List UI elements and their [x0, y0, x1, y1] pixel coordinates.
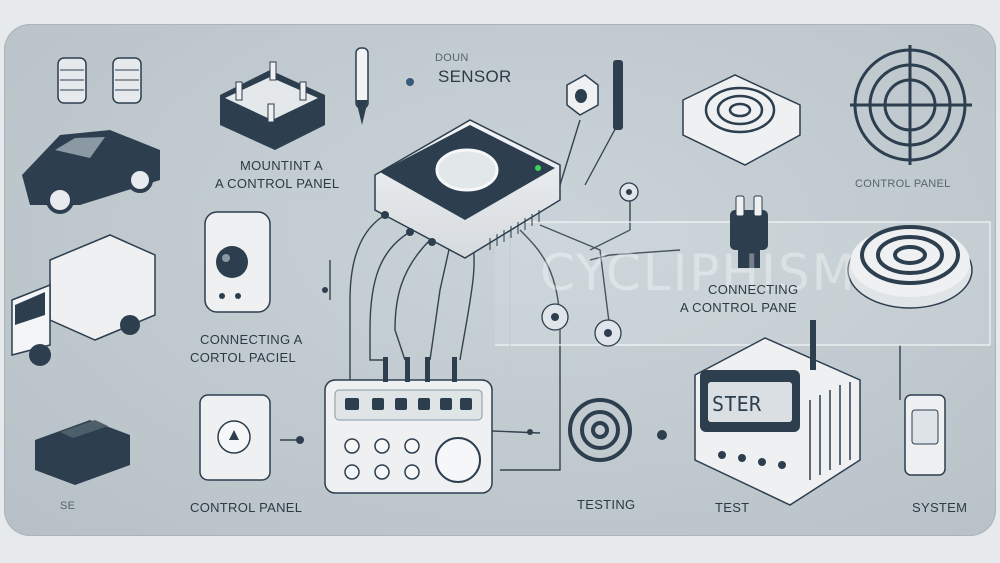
label-connecting-left: CONNECTING A — [200, 332, 303, 347]
label-control-panel-bottom: CONTROL PANEL — [190, 500, 303, 515]
label-sensor: SENSOR — [438, 67, 512, 86]
label-system: SYSTEM — [912, 500, 968, 515]
system-device — [904, 394, 946, 476]
siren-device — [682, 74, 801, 166]
keypad-unit — [324, 357, 493, 494]
label-mount-2: A CONTROL PANEL — [215, 176, 340, 191]
probe-icon — [355, 47, 369, 125]
watermark: CYCLIPHISM — [540, 244, 857, 302]
bolt-icon-left — [57, 57, 87, 104]
wall-sensor-device — [204, 211, 271, 313]
mounting-bracket-icon — [220, 61, 325, 150]
pickup-truck-icon — [22, 130, 160, 214]
antenna-icon — [613, 60, 623, 130]
central-hub-device — [374, 119, 561, 259]
box-truck-icon — [11, 234, 156, 366]
label-test: TEST — [715, 500, 750, 515]
label-connecting-right-2: A CONTROL PANE — [680, 300, 797, 315]
small-sensor-icon — [566, 74, 599, 116]
tracker-box-icon — [35, 420, 130, 485]
control-panel-device — [199, 394, 271, 481]
label-control-panel-top: CONTROL PANEL — [855, 178, 951, 190]
router-device — [694, 320, 861, 506]
plug-icon — [730, 195, 768, 268]
label-bottom-left: SE — [60, 500, 76, 512]
crosshair-icon — [850, 45, 972, 165]
testing-target-icon — [568, 398, 632, 462]
marker-icon — [619, 182, 639, 202]
label-testing: TESTING — [577, 497, 636, 512]
label-connecting-left-2: CORTOL PACIEL — [190, 350, 297, 365]
router-display-text: STER — [712, 392, 762, 416]
round-speaker-device — [847, 225, 973, 309]
bolt-icon-right — [112, 57, 142, 104]
marker-icon-3 — [594, 319, 622, 347]
marker-icon-2 — [541, 303, 569, 331]
label-mount: MOUNTINT A — [240, 158, 323, 173]
label-connecting-right: CONNECTING — [708, 282, 799, 297]
label-sensor-small: DOUN — [435, 52, 469, 64]
